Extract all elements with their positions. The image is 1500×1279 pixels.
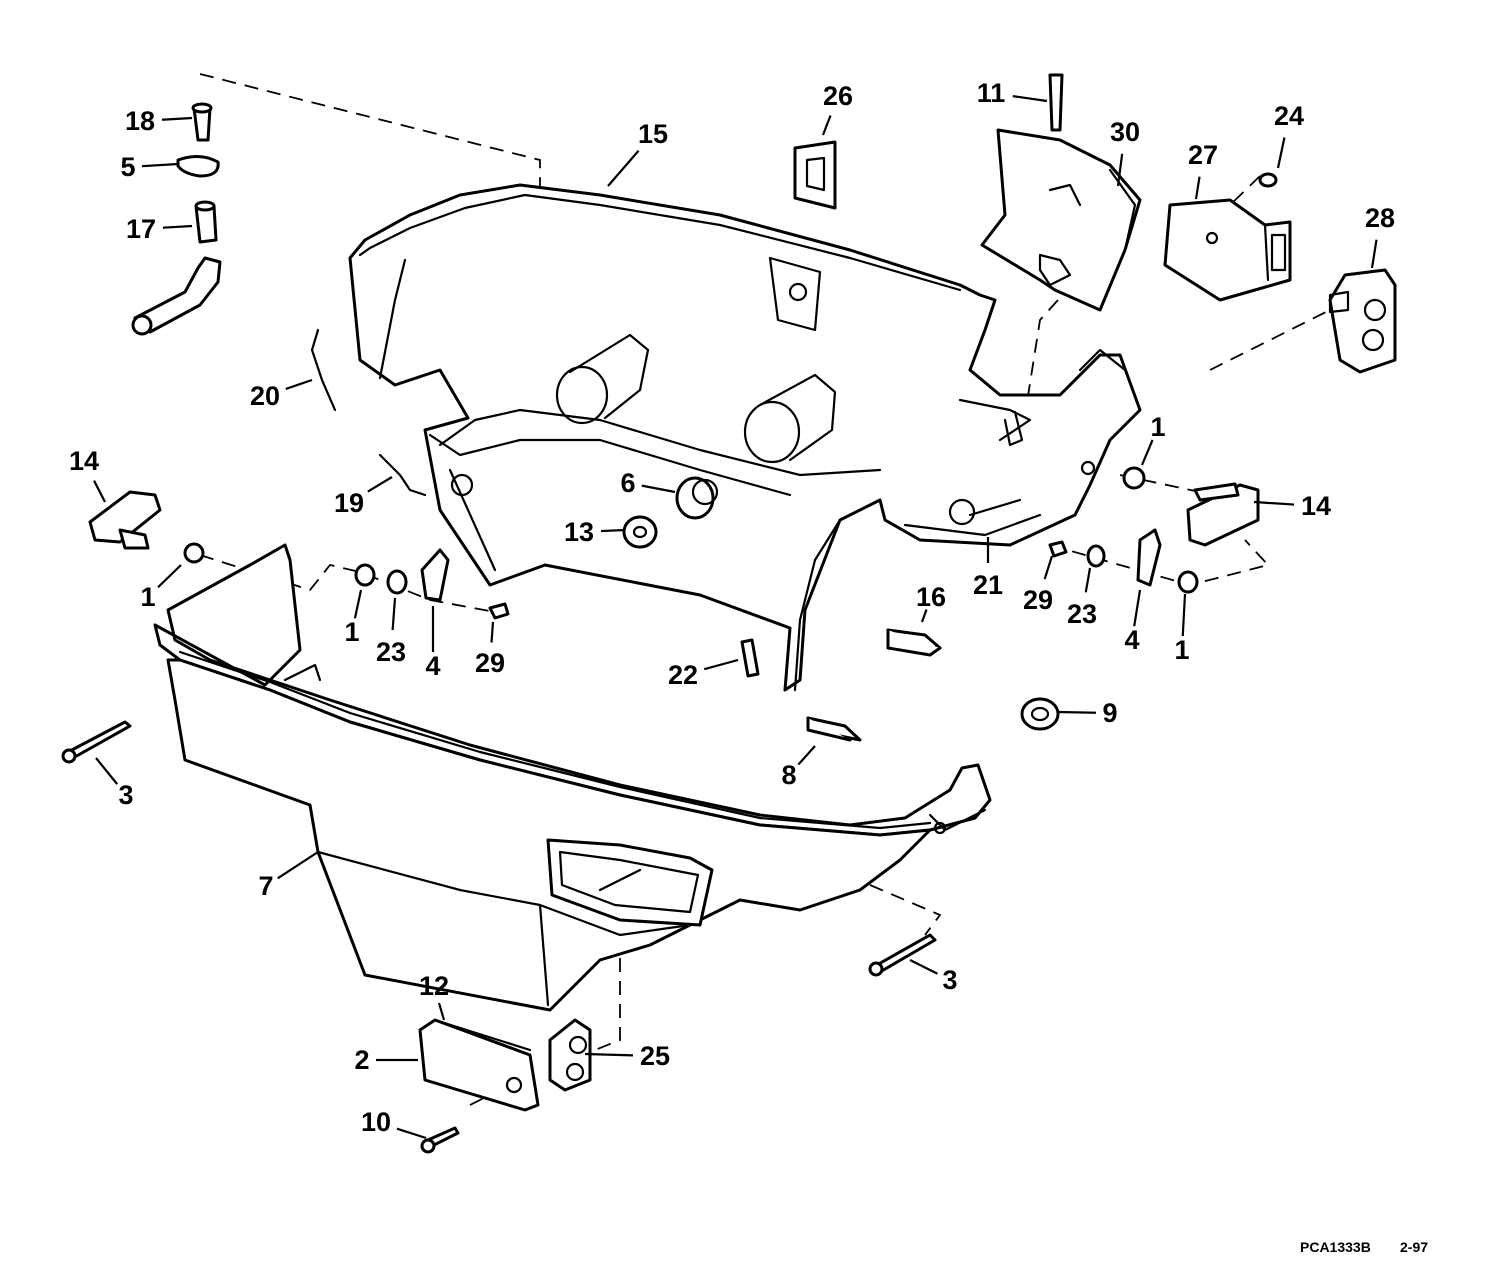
leader-line bbox=[1276, 137, 1286, 169]
leader-line bbox=[1133, 589, 1142, 627]
leader-line bbox=[490, 621, 495, 643]
leader-line bbox=[141, 162, 179, 168]
mount-14-right bbox=[1186, 482, 1260, 547]
wire-19 bbox=[378, 453, 427, 497]
callout-6: 6 bbox=[620, 468, 635, 498]
callout-19: 19 bbox=[334, 488, 364, 518]
leader-line bbox=[584, 1052, 634, 1057]
leader-line bbox=[703, 658, 739, 671]
callout-14: 14 bbox=[1301, 491, 1331, 521]
leader-line bbox=[93, 480, 106, 503]
callout-26: 26 bbox=[823, 81, 853, 111]
leader-line bbox=[909, 959, 938, 975]
callout-4: 4 bbox=[425, 651, 440, 681]
leader-line bbox=[641, 484, 676, 494]
callout-7: 7 bbox=[258, 871, 273, 901]
leader-line bbox=[95, 757, 119, 785]
exhaust-housing bbox=[348, 183, 1142, 692]
leader-line bbox=[1370, 239, 1378, 269]
callout-15: 15 bbox=[638, 119, 668, 149]
leader-line bbox=[437, 1002, 446, 1021]
callout-20: 20 bbox=[250, 381, 280, 411]
grommet-26 bbox=[793, 140, 837, 210]
callout-10: 10 bbox=[361, 1107, 391, 1137]
callout-1: 1 bbox=[344, 617, 359, 647]
leader-line bbox=[391, 597, 397, 631]
callout-14: 14 bbox=[69, 446, 99, 476]
drawing-code: PCA1333B bbox=[1300, 1239, 1371, 1255]
callout-2: 2 bbox=[354, 1045, 369, 1075]
callout-23: 23 bbox=[376, 637, 406, 667]
callout-5: 5 bbox=[120, 152, 135, 182]
leader-line bbox=[162, 224, 193, 229]
callout-25: 25 bbox=[640, 1041, 670, 1071]
leader-line bbox=[285, 378, 313, 390]
callout-16: 16 bbox=[916, 582, 946, 612]
leader-line bbox=[396, 1127, 427, 1140]
callout-27: 27 bbox=[1188, 140, 1218, 170]
leader-line bbox=[1181, 593, 1187, 637]
leader-line bbox=[353, 589, 363, 619]
leader-line bbox=[1084, 567, 1092, 593]
callout-3: 3 bbox=[942, 965, 957, 995]
callout-17: 17 bbox=[126, 214, 156, 244]
callout-13: 13 bbox=[564, 517, 594, 547]
callout-24: 24 bbox=[1274, 101, 1304, 131]
wire-20 bbox=[310, 328, 337, 412]
callout-1: 1 bbox=[1150, 412, 1165, 442]
plate-28 bbox=[1328, 268, 1397, 374]
adapter-27 bbox=[1163, 172, 1292, 302]
leader-line bbox=[1253, 500, 1295, 506]
leader-line bbox=[157, 564, 182, 589]
leader-line bbox=[821, 115, 832, 136]
callout-18: 18 bbox=[125, 106, 155, 136]
drawing-date: 2-97 bbox=[1400, 1239, 1428, 1255]
callout-1: 1 bbox=[140, 582, 155, 612]
leader-line bbox=[1057, 710, 1097, 714]
callout-8: 8 bbox=[781, 760, 796, 790]
callout-21: 21 bbox=[973, 570, 1003, 600]
leader-line bbox=[1116, 153, 1124, 187]
callout-30: 30 bbox=[1110, 117, 1140, 147]
leader-line bbox=[1012, 95, 1048, 103]
leader-line bbox=[797, 745, 816, 766]
callout-22: 22 bbox=[668, 660, 698, 690]
mount-14-left bbox=[88, 490, 162, 550]
leader-line bbox=[161, 116, 193, 121]
callout-11: 11 bbox=[977, 78, 1006, 108]
callout-9: 9 bbox=[1102, 698, 1117, 728]
small-hardware bbox=[61, 466, 1199, 1154]
callout-29: 29 bbox=[475, 648, 505, 678]
callout-1: 1 bbox=[1174, 635, 1189, 665]
leader-line bbox=[600, 528, 626, 533]
callout-4: 4 bbox=[1124, 625, 1139, 655]
lower-motor-cover bbox=[153, 543, 992, 1012]
leader-line bbox=[1194, 176, 1201, 200]
hose-assembly bbox=[131, 102, 222, 336]
callout-3: 3 bbox=[118, 780, 133, 810]
callout-28: 28 bbox=[1365, 203, 1395, 233]
leader-line bbox=[1140, 439, 1154, 466]
leader-line bbox=[607, 149, 640, 187]
leader-line bbox=[367, 476, 393, 493]
leader-line bbox=[920, 609, 928, 623]
callout-12: 12 bbox=[419, 971, 449, 1001]
leader-line bbox=[1043, 555, 1054, 580]
callout-29: 29 bbox=[1023, 585, 1053, 615]
leader-line bbox=[277, 851, 319, 880]
bracket-30 bbox=[980, 73, 1142, 312]
callout-23: 23 bbox=[1067, 599, 1097, 629]
